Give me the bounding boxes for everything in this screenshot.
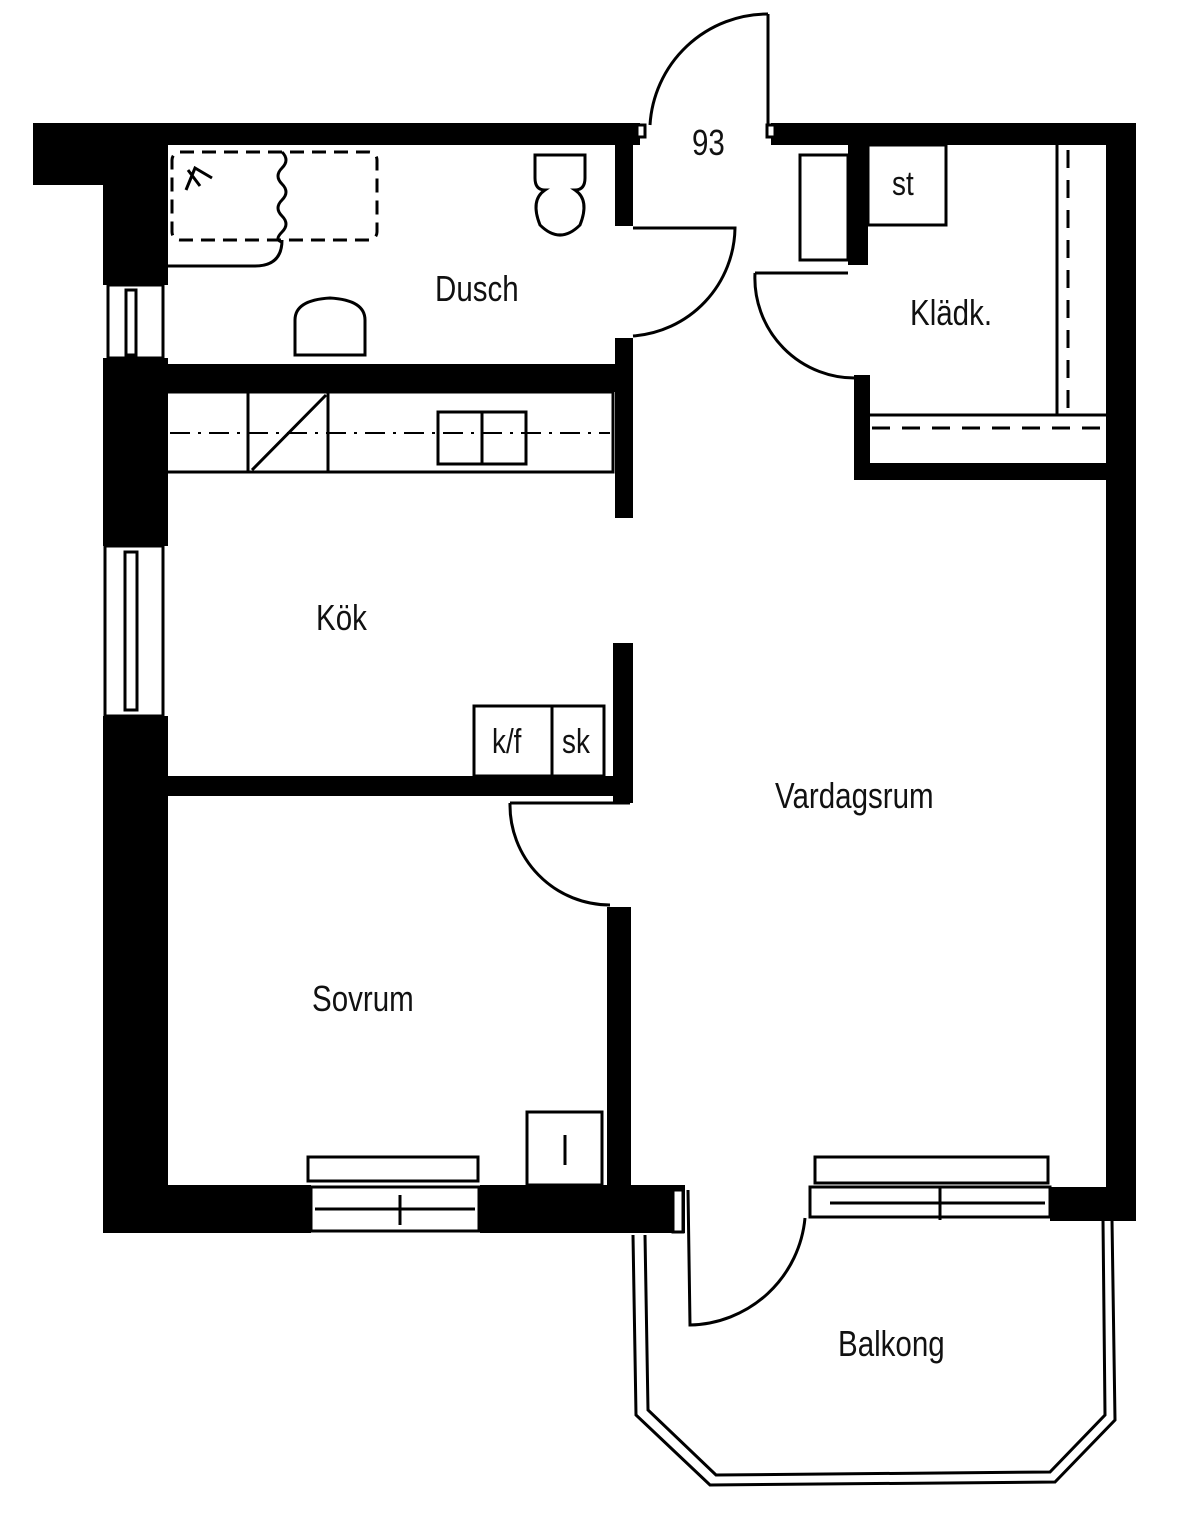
room-label-sovrum: Sovrum	[312, 978, 414, 1019]
room-label-balkong: Balkong	[838, 1323, 945, 1364]
cabinet-label: sk	[562, 723, 590, 761]
room-label-kok: Kök	[316, 597, 367, 638]
details	[103, 12, 1117, 1487]
fridge-freezer-label: k/f	[492, 723, 522, 761]
unit-number: 93	[692, 122, 725, 163]
room-label-vardagsrum: Vardagsrum	[775, 775, 934, 816]
room-label-kladk: Klädk.	[910, 292, 993, 333]
storage-label: st	[892, 165, 914, 203]
walls	[33, 123, 1136, 1233]
room-label-dusch: Dusch	[435, 268, 519, 309]
